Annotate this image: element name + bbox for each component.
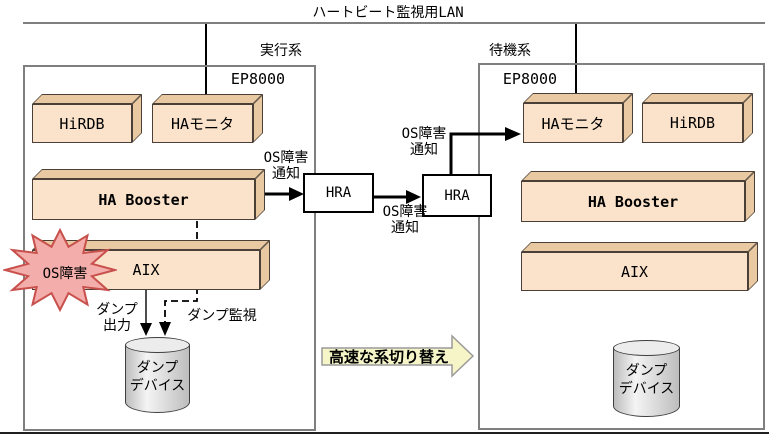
notify-arrow-mid-head [406, 190, 421, 204]
standby-hirdb-box: HiRDB [642, 93, 753, 143]
active-hw-label: EP8000 [230, 70, 286, 88]
os-failure-notice-active: OS障害 通知 [263, 150, 309, 182]
switchover-label: 高速な系切り替え [328, 348, 449, 366]
active-dump-device-label: ダンプ [136, 360, 179, 376]
cylinder-body [613, 348, 680, 417]
standby-hamonitor-box: HAモニタ [523, 93, 633, 143]
active-dump-device: ダンプ デバイス [125, 337, 190, 413]
hra-standby-box: HRA [422, 174, 492, 217]
active-system-label: 実行系 [260, 43, 302, 59]
standby-server-frame [478, 63, 765, 430]
cylinder-top [613, 340, 680, 356]
active-habooster-box: HA Booster [32, 169, 265, 220]
active-hirdb-box: HiRDB [32, 94, 142, 143]
heartbeat-lan-line [23, 22, 765, 24]
heartbeat-lan-label: ハートビート監視用LAN [312, 5, 464, 21]
standby-aix-label: AIX [620, 262, 649, 281]
hra-standby-label: HRA [444, 187, 470, 204]
cylinder-top [125, 337, 190, 353]
heartbeat-drop-line-standby [575, 24, 577, 101]
standby-system-label: 待機系 [489, 43, 531, 59]
box-top-shade [521, 171, 755, 181]
standby-dump-device-label: ダンプ [625, 363, 668, 379]
hra-active-box: HRA [303, 173, 374, 213]
box-top-shade [642, 93, 753, 103]
dump-watch-label: ダンプ監視 [187, 308, 257, 324]
active-habooster-label: HA Booster [98, 190, 189, 209]
box-top-shade [32, 169, 265, 179]
standby-hamonitor-label: HAモニタ [541, 114, 605, 133]
os-failure-notice-standby: OS障害 通知 [401, 126, 447, 158]
box-top-shade [152, 94, 263, 104]
active-aix-label: AIX [132, 261, 160, 279]
active-hamonitor-label: HAモニタ [170, 115, 235, 133]
dump-output-label: ダンプ 出力 [96, 302, 138, 334]
standby-aix-box: AIX [521, 242, 758, 291]
standby-hw-label: EP8000 [502, 70, 558, 88]
figure-bottom-border [0, 432, 769, 434]
box-top-shade [523, 93, 633, 103]
heartbeat-drop-line-active [205, 24, 207, 102]
active-hirdb-label: HiRDB [59, 114, 105, 133]
os-failure-burst-label: OS障害 [42, 266, 88, 282]
cylinder-body [125, 345, 190, 413]
standby-habooster-label: HA Booster [587, 192, 679, 211]
active-hamonitor-box: HAモニタ [152, 94, 263, 143]
standby-hirdb-label: HiRDB [669, 114, 716, 132]
box-top-shade [32, 240, 270, 250]
box-top-shade [521, 242, 758, 252]
standby-habooster-box: HA Booster [521, 171, 755, 222]
os-failure-notice-mid: OS障害 通知 [382, 204, 428, 236]
box-top-shade [32, 94, 142, 104]
standby-dump-device: ダンプ デバイス [613, 340, 680, 417]
hra-active-label: HRA [325, 185, 352, 201]
